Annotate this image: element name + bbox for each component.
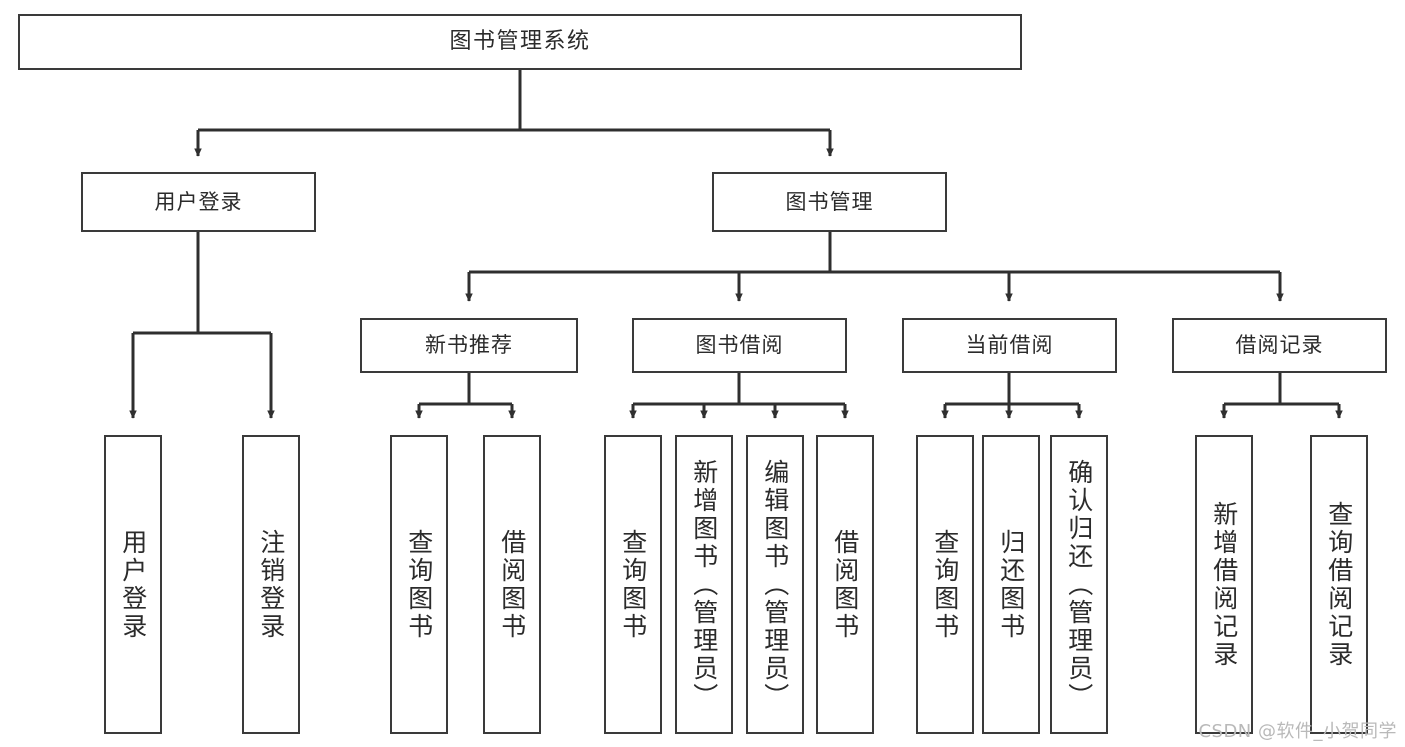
node-label: 编辑图书（管理员） (760, 458, 790, 711)
node-label: 借阅记录 (1235, 333, 1324, 358)
leaf-query-book-current[interactable]: 查询图书 (916, 435, 974, 734)
leaf-return-book[interactable]: 归还图书 (982, 435, 1040, 734)
node-label: 用户登录 (118, 528, 148, 641)
node-label: 查询图书 (618, 528, 648, 641)
node-label: 查询图书 (930, 528, 960, 641)
node-label: 归还图书 (996, 528, 1026, 641)
leaf-user-login[interactable]: 用户登录 (104, 435, 162, 734)
node-borrow-record[interactable]: 借阅记录 (1172, 318, 1387, 373)
node-user-login[interactable]: 用户登录 (81, 172, 316, 232)
leaf-edit-book[interactable]: 编辑图书（管理员） (746, 435, 804, 734)
node-label: 借阅图书 (830, 528, 860, 641)
leaf-add-borrow-record[interactable]: 新增借阅记录 (1195, 435, 1253, 734)
leaf-borrow-book[interactable]: 借阅图书 (816, 435, 874, 734)
node-label: 新增借阅记录 (1209, 500, 1239, 669)
node-label: 用户登录 (154, 189, 243, 214)
node-label: 新增图书（管理员） (689, 458, 719, 711)
node-label: 查询借阅记录 (1324, 500, 1354, 669)
node-label: 借阅图书 (497, 528, 527, 641)
node-label: 图书管理 (785, 189, 874, 214)
node-root-system[interactable]: 图书管理系统 (18, 14, 1022, 70)
node-label: 新书推荐 (425, 333, 513, 358)
node-label: 当前借阅 (965, 333, 1054, 358)
leaf-user-logout[interactable]: 注销登录 (242, 435, 300, 734)
node-label: 图书管理系统 (449, 29, 591, 55)
node-book-borrow[interactable]: 图书借阅 (632, 318, 847, 373)
leaf-borrow-book-new-rec[interactable]: 借阅图书 (483, 435, 541, 734)
leaf-query-book-new-rec[interactable]: 查询图书 (390, 435, 448, 734)
leaf-query-book-borrow[interactable]: 查询图书 (604, 435, 662, 734)
node-label: 查询图书 (404, 528, 434, 641)
node-label: 图书借阅 (695, 333, 784, 358)
watermark: CSDN @软件_小贺同学 (1198, 721, 1397, 742)
node-new-book-rec[interactable]: 新书推荐 (360, 318, 578, 373)
node-current-borrow[interactable]: 当前借阅 (902, 318, 1117, 373)
node-book-manage[interactable]: 图书管理 (712, 172, 947, 232)
leaf-confirm-return[interactable]: 确认归还（管理员） (1050, 435, 1108, 734)
node-label: 确认归还（管理员） (1064, 458, 1094, 711)
node-label: 注销登录 (256, 528, 286, 641)
leaf-add-book[interactable]: 新增图书（管理员） (675, 435, 733, 734)
leaf-query-borrow-record[interactable]: 查询借阅记录 (1310, 435, 1368, 734)
